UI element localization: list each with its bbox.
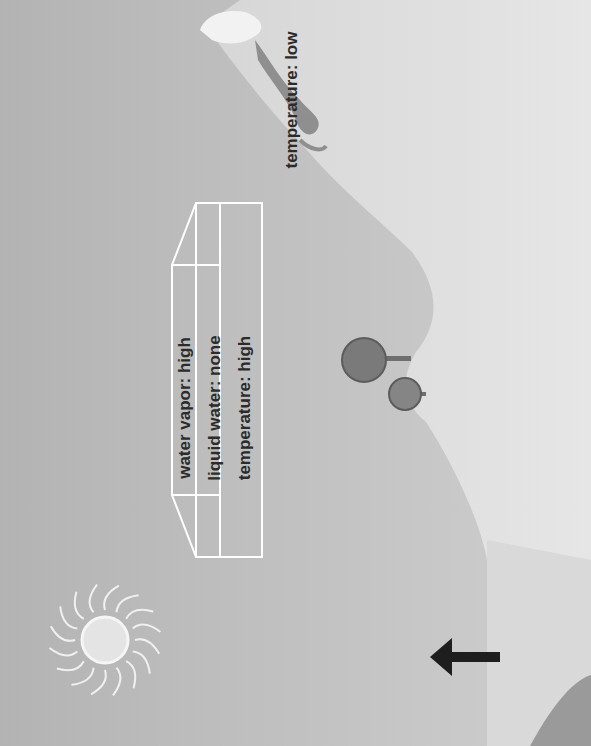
shore [530, 675, 591, 746]
sun-ray [75, 592, 84, 619]
parcel-property: temperature: high [229, 330, 259, 487]
sun-ray [133, 625, 161, 632]
temperature-label: temperature: low [282, 32, 302, 169]
sun-ray [71, 668, 93, 685]
lowland [487, 540, 591, 746]
parcel-property: liquid water: none [199, 330, 229, 487]
snow-cap [200, 11, 261, 44]
sun-ray [60, 606, 77, 628]
wind-arrow [430, 638, 500, 676]
sun-ray [51, 626, 75, 641]
sun-ray [135, 639, 159, 654]
rocks [300, 140, 326, 149]
trees [342, 338, 426, 410]
sun-ray [126, 610, 153, 619]
sun-ray [126, 661, 135, 688]
sun [50, 585, 161, 696]
parcel-property: water vapor: high [169, 330, 199, 487]
sun-ray [57, 661, 84, 670]
air-parcel-box: water vapor: highliquid water: nonetempe… [169, 330, 263, 487]
sun-ray [116, 595, 138, 612]
sun-ray [133, 651, 150, 673]
sun-ray [91, 670, 106, 694]
sun-ray [104, 586, 119, 610]
sun-ray [113, 668, 120, 696]
sun-ray [50, 648, 78, 655]
sun-ray [90, 585, 97, 613]
